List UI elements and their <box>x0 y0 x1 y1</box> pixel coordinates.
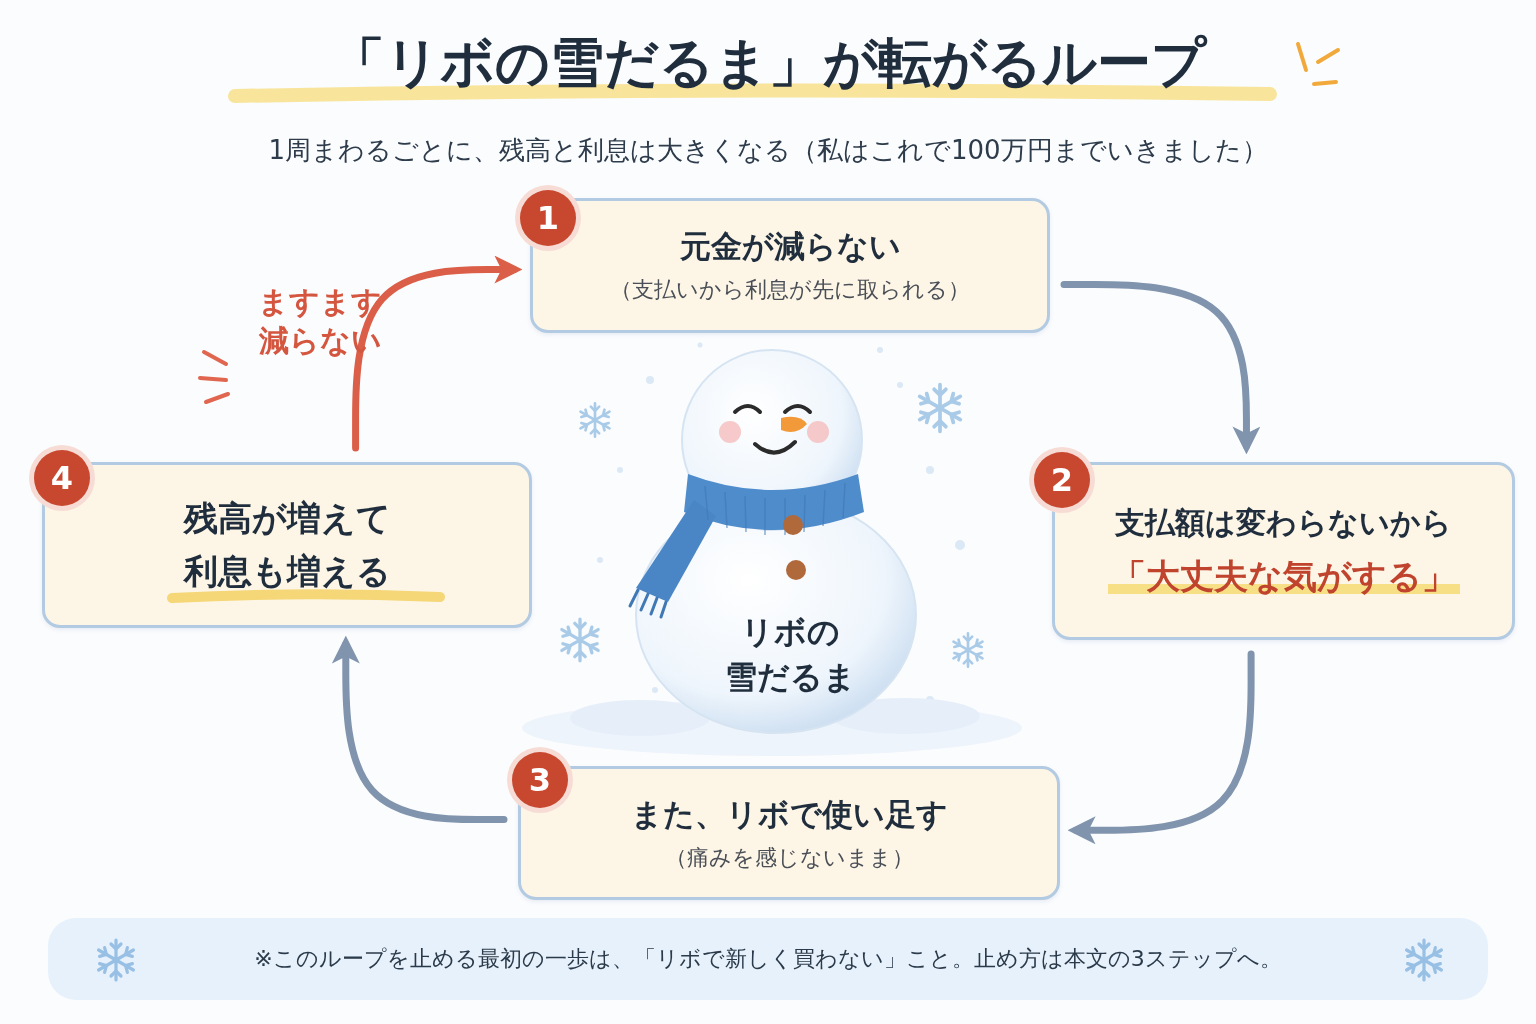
snowflake <box>920 385 961 432</box>
callout-number: 3 <box>512 752 568 808</box>
node-heading: リボの 雪だるま <box>710 610 870 700</box>
node-heading: 支払額は変わらないから <box>1115 503 1452 542</box>
process-box: 残高が増えて 利息も増える <box>42 462 532 628</box>
cycle-arrow <box>346 644 504 820</box>
snow-particles <box>597 343 965 705</box>
snowflake <box>99 940 134 980</box>
process-box: 元金が減らない （支払いから利息が先に取られる） <box>530 198 1050 333</box>
spark-lines <box>200 352 228 402</box>
cycle-arrow <box>1064 284 1246 446</box>
node-heading: ※このループを止める最初の一歩は、「リボで新しく買わない」こと。止め方は本文の3… <box>254 945 1281 974</box>
snowflake <box>562 619 598 661</box>
snowman-illustration <box>522 350 1022 756</box>
text-highlight <box>172 594 440 598</box>
snowflake <box>581 403 610 436</box>
node-heading: 残高が増えて 利息も増える <box>157 492 417 597</box>
callout-number: 2 <box>1034 452 1090 508</box>
node-heading: また、リボで使い足す <box>631 794 948 834</box>
node-body: 「大丈夫な気がする」 <box>1108 554 1460 598</box>
note-band: ※このループを止める最初の一歩は、「リボで新しく買わない」こと。止め方は本文の3… <box>48 918 1488 1000</box>
snowman-label: リボの 雪だるま <box>690 600 890 710</box>
callout-number: 4 <box>34 450 90 506</box>
node-heading: 元金が減らない <box>680 226 901 266</box>
cycle-arrow <box>1076 654 1251 830</box>
snowflake <box>954 633 983 666</box>
spark-lines <box>1298 44 1338 84</box>
process-box: 支払額は変わらないから「大丈夫な気がする」 <box>1052 462 1515 640</box>
snowflake <box>1407 940 1442 980</box>
diagram-caption: 1周まわるごとに、残高と利息は大きくなる（私はこれで100万円までいきました） <box>0 130 1536 170</box>
node-body: （支払いから利息が先に取られる） <box>610 276 970 305</box>
process-box: また、リボで使い足す （痛みを感じないまま） <box>518 766 1060 900</box>
edge-label: ますます 減らない <box>245 282 395 360</box>
node-body: （痛みを感じないまま） <box>665 844 914 873</box>
diagram-title: 「リボの雪だるま」が転がるループ <box>0 28 1536 98</box>
callout-number: 1 <box>520 190 576 246</box>
